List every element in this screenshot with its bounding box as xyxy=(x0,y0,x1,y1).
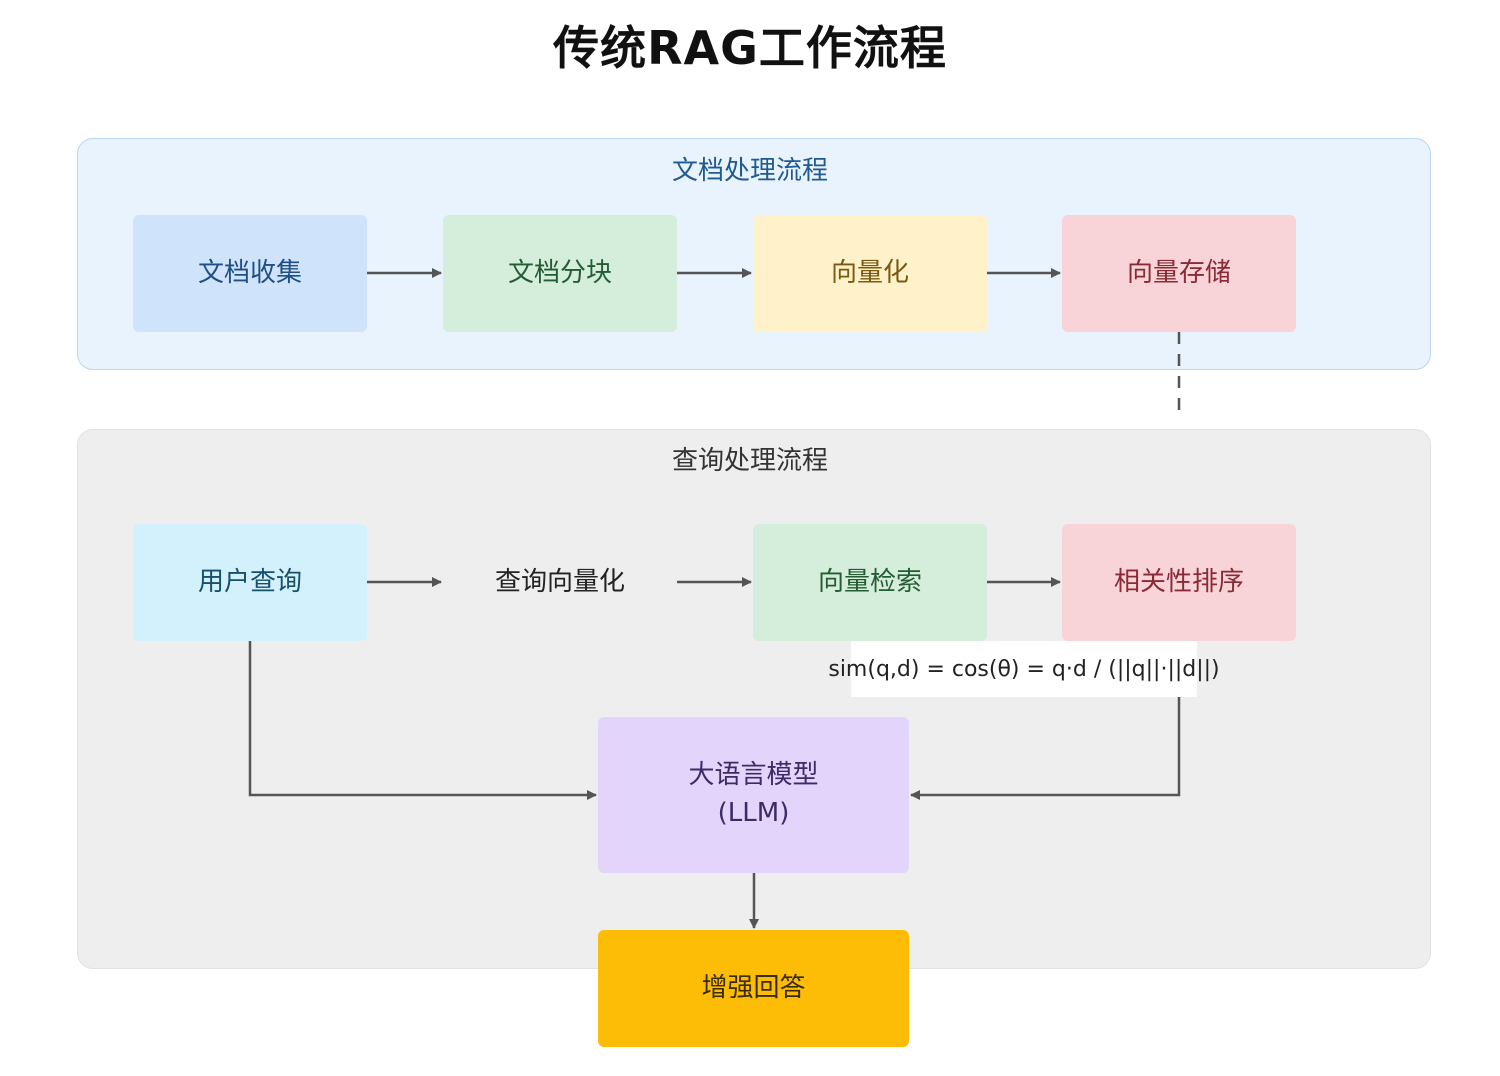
node-vector-search: 向量检索 xyxy=(753,524,987,641)
node-relevance-ranking: 相关性排序 xyxy=(1062,524,1296,641)
node-document-chunking: 文档分块 xyxy=(443,215,677,332)
node-document-collection: 文档收集 xyxy=(133,215,367,332)
node-query-vectorization: 查询向量化 xyxy=(443,524,677,641)
node-enhanced-answer: 增强回答 xyxy=(598,930,909,1047)
node-user-query: 用户查询 xyxy=(133,524,367,641)
node-llm-abbr: (LLM) xyxy=(717,798,790,828)
similarity-formula: sim(q,d) = cos(θ) = q·d / (||q||·||d||) xyxy=(828,641,1220,697)
node-vectorization: 向量化 xyxy=(753,215,987,332)
document-processing-panel-title: 文档处理流程 xyxy=(671,156,828,186)
node-llm: 大语言模型 (LLM) xyxy=(598,717,909,873)
node-llm-name: 大语言模型 xyxy=(688,760,819,791)
diagram-title: 传统RAG工作流程 xyxy=(553,21,947,75)
node-vector-storage: 向量存储 xyxy=(1062,215,1296,332)
query-processing-panel-title: 查询处理流程 xyxy=(671,446,828,476)
arrow-user-to-llm xyxy=(248,641,597,800)
arrow-rank-to-llm xyxy=(910,697,1181,800)
